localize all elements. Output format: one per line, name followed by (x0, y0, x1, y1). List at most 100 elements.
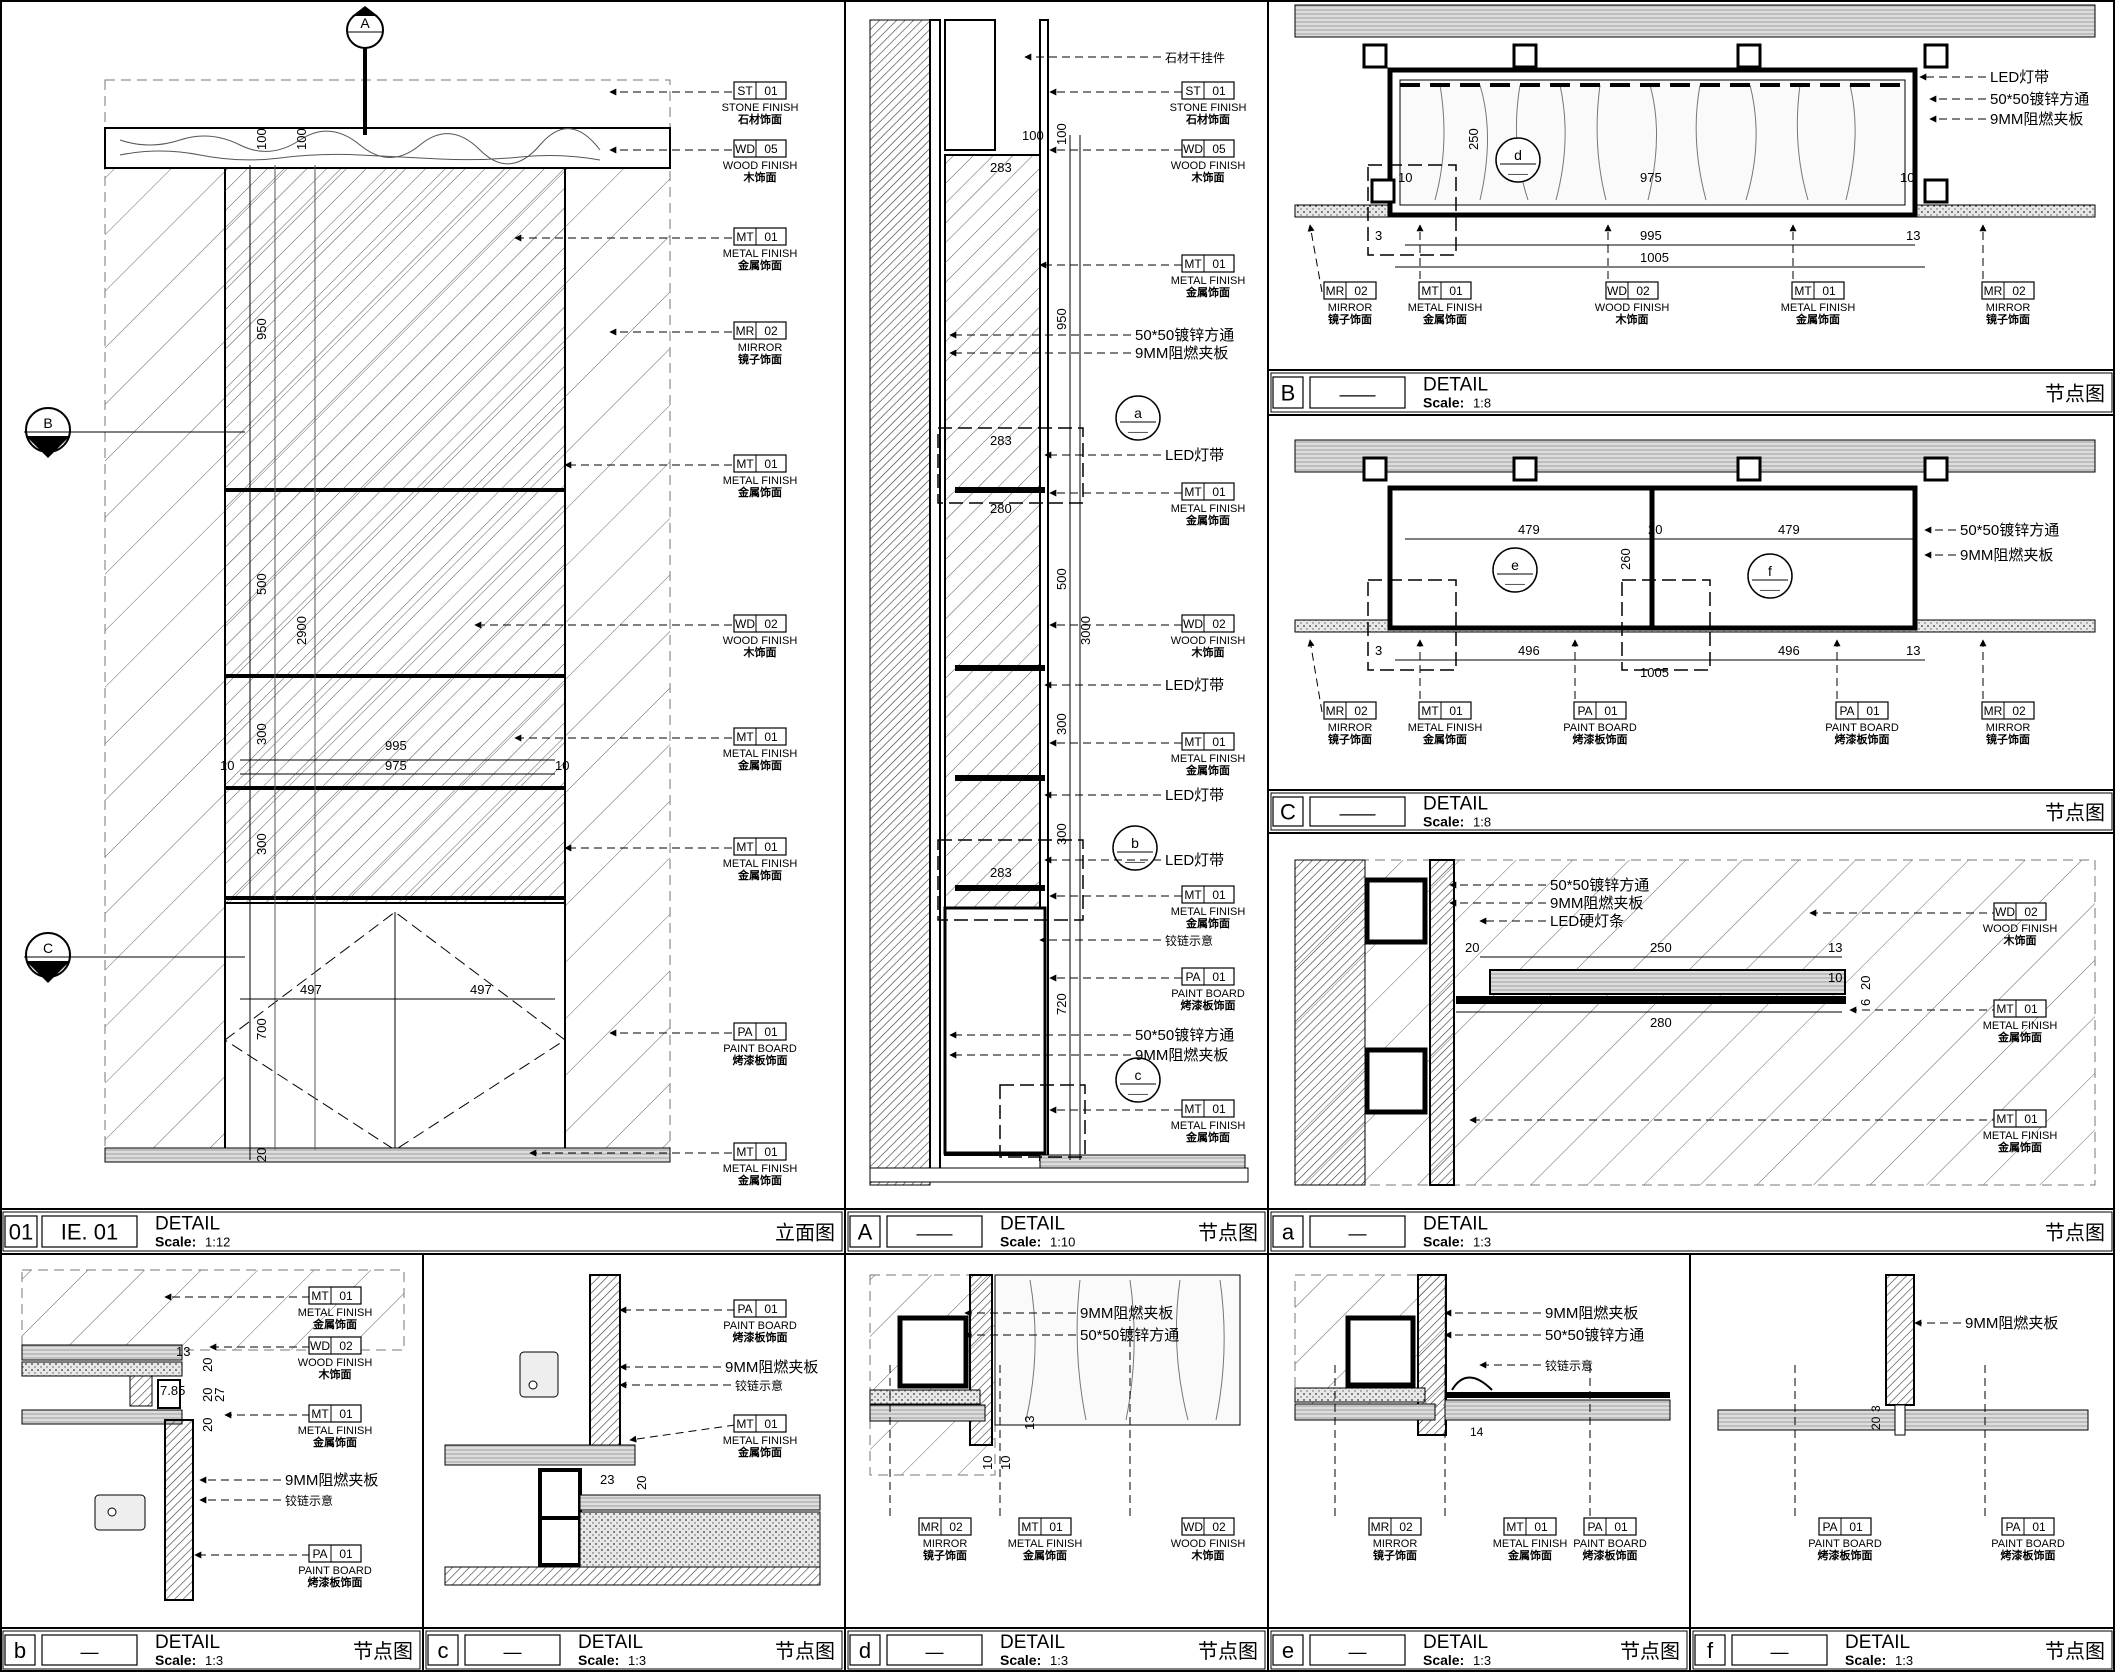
note-text: LED灯带 (1165, 677, 1224, 694)
panel-scale-label: Scale: (1423, 395, 1464, 411)
dim-text: 23 (600, 1472, 614, 1487)
material-name-en: WOOD FINISH (1171, 160, 1246, 172)
material-name-cn: 木饰面 (743, 645, 777, 659)
note-text: 铰链示意 (1545, 1358, 1593, 1373)
note-hinge: 铰链示意 (1479, 1358, 1593, 1373)
material-name-en: METAL FINISH (723, 748, 798, 760)
dim-text: 10 (980, 1456, 995, 1470)
material-name-cn: 镜子饰面 (1328, 732, 1372, 746)
dim-text: 500 (1054, 568, 1069, 590)
note-board: 9MM阻燃夹板 (619, 1358, 818, 1376)
panel-type: 节点图 (1198, 1222, 1258, 1245)
panel-number: C (1280, 800, 1296, 825)
material-name-cn: 镜子饰面 (1373, 1548, 1417, 1562)
note-text: 9MM阻燃夹板 (1080, 1304, 1173, 1322)
detail-callout-c[interactable]: c —— (1115, 1057, 1161, 1103)
material-code: MR (1326, 284, 1345, 298)
note-board: 9MM阻燃夹板 (949, 344, 1228, 362)
detail-b-dimensions: 13 20 7.85 20 20 27 (160, 1344, 227, 1432)
material-code: WD (1183, 1520, 1203, 1534)
section-b-drawing: 250 10 975 10 995 1005 3 13 (1294, 4, 2096, 268)
dim-text: 283 (990, 160, 1012, 175)
material-code: PA (1587, 1520, 1602, 1534)
panel-code: — (81, 1642, 99, 1662)
material-name-en: METAL FINISH (723, 1163, 798, 1175)
note-led_strip: LED硬灯条 (1479, 913, 1624, 930)
panel-title: DETAIL (1423, 1632, 1488, 1653)
section-b-dimensions: 250 10 975 10 995 1005 3 13 (1375, 128, 1920, 265)
material-name-en: MIRROR (1986, 302, 2031, 314)
note-board: 9MM阻燃夹板 (949, 1046, 1228, 1064)
callout-letter: a (1134, 405, 1142, 421)
dim-text: 950 (254, 318, 269, 340)
material-code: MT (1506, 1520, 1524, 1534)
section-c-drawing: 479 20 479 260 3 496 1005 496 13 (1294, 439, 2096, 680)
detail-callout-b[interactable]: b —— (1112, 825, 1158, 871)
panel-type: 节点图 (775, 1640, 835, 1663)
panel-title: DETAIL (1000, 1632, 1065, 1653)
material-name-cn: 金属饰面 (1997, 1140, 2042, 1154)
dim-text: 720 (1054, 993, 1069, 1015)
material-number: 01 (1212, 1102, 1226, 1116)
material-name-en: PAINT BOARD (298, 1565, 372, 1577)
panel-scale-label: Scale: (1845, 1652, 1886, 1668)
detail-callout-a[interactable]: a —— (1115, 395, 1161, 441)
dim-text: 280 (990, 501, 1012, 516)
material-number: 02 (1212, 1520, 1226, 1534)
panel-number: b (14, 1638, 26, 1663)
detail-a-dimensions: 20 250 13 10 20 6 280 (1465, 940, 1873, 1030)
material-name-cn: 烤漆板饰面 (2001, 1548, 2056, 1562)
material-name-en: METAL FINISH (298, 1307, 373, 1319)
dim-text: 497 (300, 982, 322, 997)
detail-callout-f[interactable]: f —— (1747, 553, 1793, 599)
material-number: 01 (1822, 284, 1836, 298)
material-code: PA (1839, 704, 1854, 718)
material-name-en: PAINT BOARD (1808, 1538, 1882, 1550)
material-number: 02 (2012, 284, 2026, 298)
callout-sheet: —— (1760, 585, 1780, 596)
material-name-en: WOOD FINISH (1171, 1538, 1246, 1550)
section-marker-c[interactable]: C (24, 932, 245, 983)
material-name-en: STONE FINISH (722, 102, 799, 114)
material-number: 02 (1212, 617, 1226, 631)
panel-type: 节点图 (2045, 802, 2105, 825)
note-text: 50*50镀锌方通 (1135, 1027, 1234, 1044)
dim-text: 20 (200, 1418, 215, 1432)
detail-callout-d[interactable]: d —— (1495, 137, 1541, 183)
material-name-en: MIRROR (1373, 1538, 1418, 1550)
material-name-cn: 镜子饰面 (1986, 732, 2030, 746)
material-code: WD (1995, 905, 2015, 919)
detail-e-dimensions: 14 (1470, 1425, 1484, 1439)
dim-text: 13 (1828, 940, 1842, 955)
material-number: 01 (764, 1145, 778, 1159)
dim-text: 497 (470, 982, 492, 997)
dim-text: 300 (1054, 823, 1069, 845)
material-number: 01 (764, 1025, 778, 1039)
dim-text: 250 (1466, 128, 1481, 150)
material-code: MR (1984, 284, 2003, 298)
section-marker-a[interactable]: A (346, 6, 384, 135)
panel-code: — (1349, 1642, 1367, 1662)
detail-callout-e[interactable]: e —— (1492, 547, 1538, 593)
leader-line (1307, 639, 1323, 713)
material-name-en: PAINT BOARD (1563, 722, 1637, 734)
material-name-en: MIRROR (1986, 722, 2031, 734)
panel-code: IE. 01 (61, 1220, 118, 1245)
dim-text: 3 (1375, 228, 1382, 243)
leader-line (629, 1424, 736, 1443)
material-name-cn: 金属饰面 (312, 1317, 357, 1331)
section-marker-b[interactable]: B (24, 407, 245, 458)
